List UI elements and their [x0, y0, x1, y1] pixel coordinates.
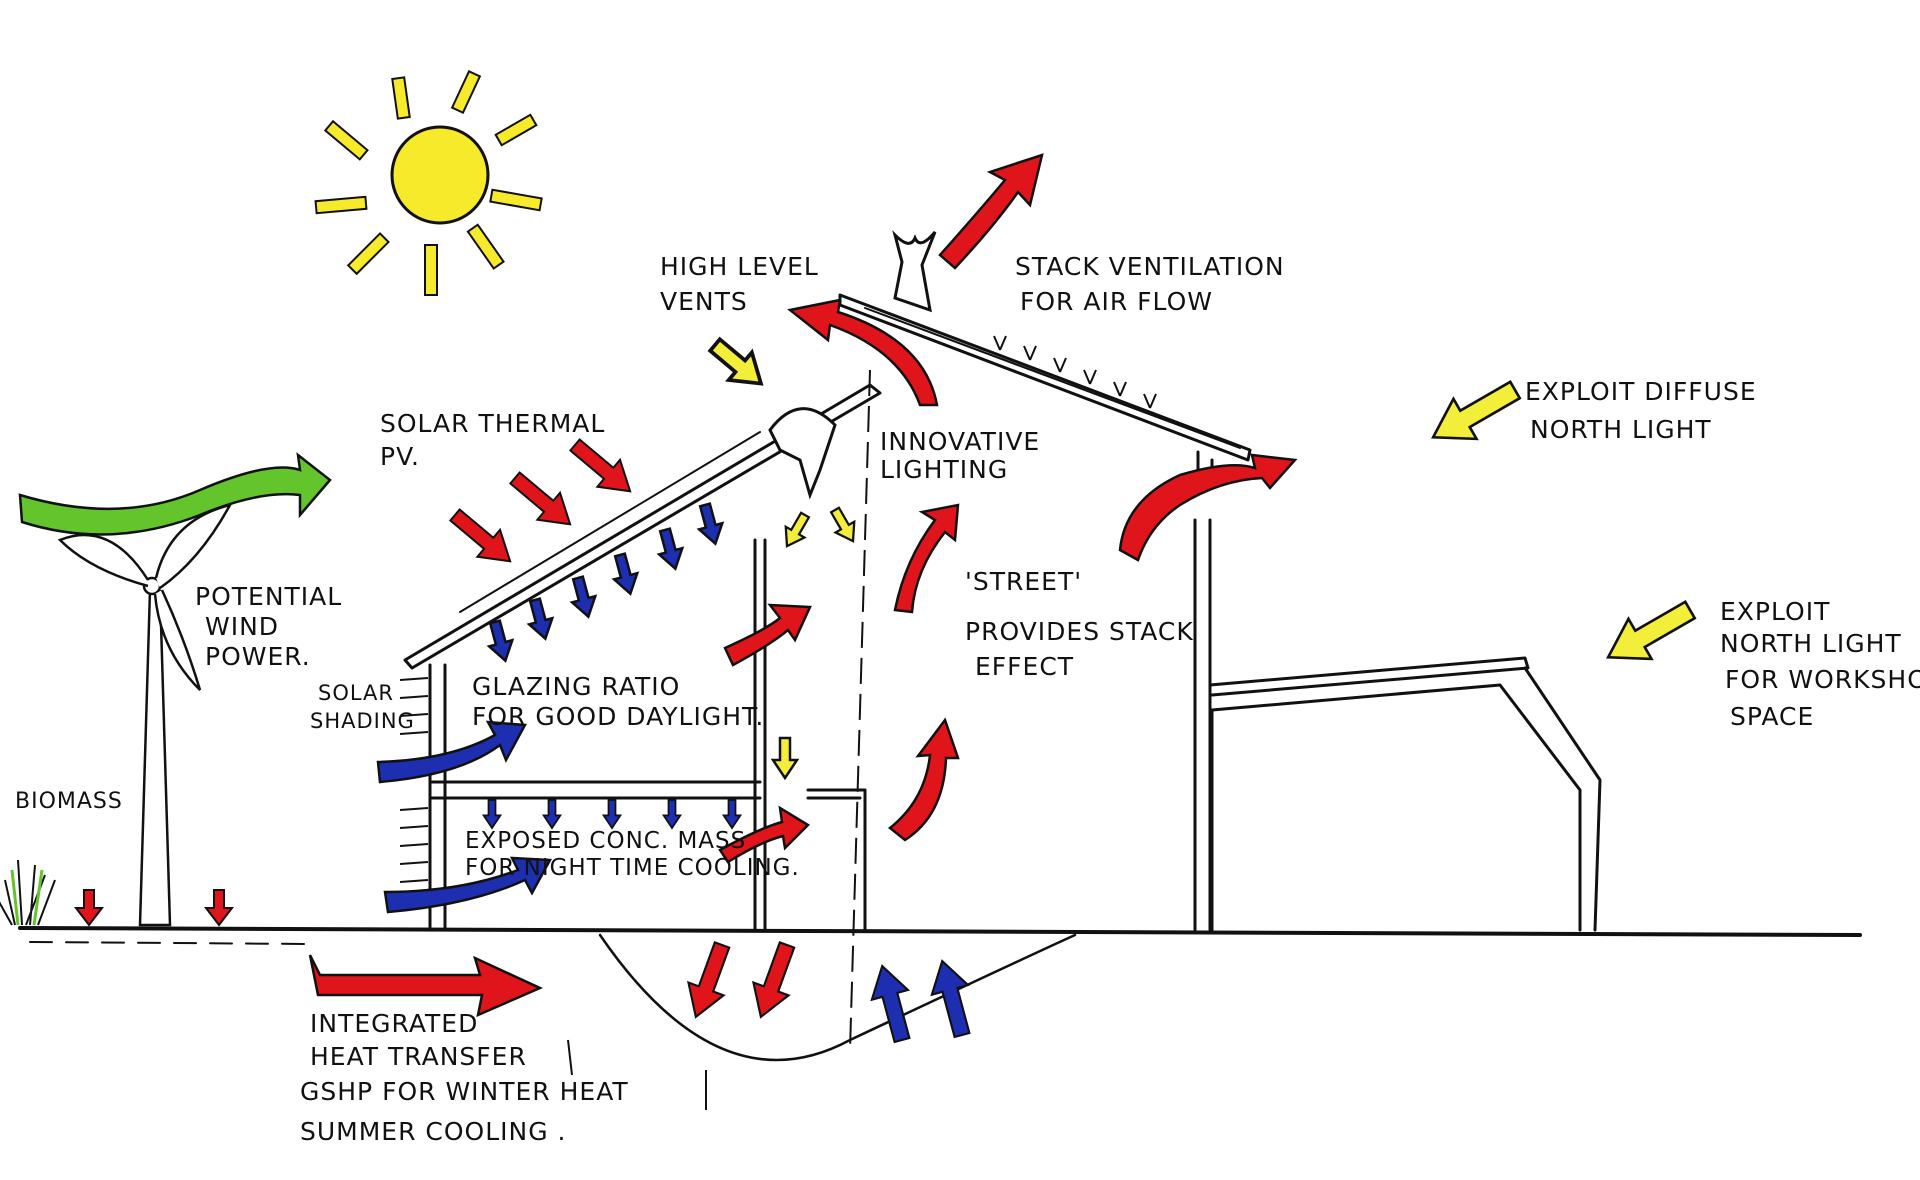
hot-air-arrows — [308, 153, 1298, 1025]
svg-text:POWER.: POWER. — [205, 642, 311, 671]
label-exploit-north: EXPLOIT NORTH LIGHT FOR WORKSHOP SPACE — [1720, 597, 1920, 731]
label-exposed-conc: EXPOSED CONC. MASS FOR NIGHT TIME COOLIN… — [465, 828, 800, 881]
label-exploit-diffuse: EXPLOIT DIFFUSE NORTH LIGHT — [1525, 377, 1757, 444]
building-section — [403, 293, 1602, 932]
svg-text:EFFECT: EFFECT — [975, 652, 1074, 681]
label-innovative-lighting: INNOVATIVE LIGHTING — [880, 427, 1040, 484]
label-high-level-vents: HIGH LEVEL VENTS — [660, 252, 819, 316]
svg-text:INTEGRATED: INTEGRATED — [310, 1009, 478, 1038]
svg-text:HEAT TRANSFER: HEAT TRANSFER — [310, 1042, 527, 1071]
svg-text:NORTH LIGHT: NORTH LIGHT — [1530, 415, 1712, 444]
grass-icon — [0, 859, 56, 926]
cool-air-arrows — [376, 500, 982, 1046]
svg-text:SPACE: SPACE — [1730, 702, 1814, 731]
street-centerline — [849, 369, 871, 1051]
svg-text:VENTS: VENTS — [660, 287, 748, 316]
svg-text:FOR WORKSHOP: FOR WORKSHOP — [1725, 665, 1920, 694]
svg-text:PROVIDES STACK: PROVIDES STACK — [965, 617, 1194, 646]
svg-text:SHADING: SHADING — [310, 709, 415, 733]
svg-text:EXPLOIT DIFFUSE: EXPLOIT DIFFUSE — [1525, 377, 1757, 406]
svg-text:NORTH LIGHT: NORTH LIGHT — [1720, 629, 1902, 658]
label-solar-thermal: SOLAR THERMAL PV. — [380, 409, 605, 471]
svg-text:STACK VENTILATION: STACK VENTILATION — [1015, 252, 1285, 281]
green-roof — [993, 335, 1157, 409]
svg-text:INNOVATIVE: INNOVATIVE — [880, 427, 1040, 456]
svg-text:FOR GOOD DAYLIGHT.: FOR GOOD DAYLIGHT. — [472, 702, 764, 731]
wind-turbine-icon — [57, 503, 233, 927]
svg-text:WIND: WIND — [205, 612, 279, 641]
light-fitting — [768, 407, 837, 500]
chimney-icon — [892, 230, 937, 313]
label-biomass: BIOMASS — [15, 789, 123, 814]
solar-shading-louvres — [399, 677, 429, 883]
svg-text:'STREET': 'STREET' — [965, 567, 1082, 596]
ground-line — [18, 926, 1862, 945]
svg-text:FOR NIGHT TIME COOLING.: FOR NIGHT TIME COOLING. — [465, 855, 800, 881]
label-stack-ventilation: STACK VENTILATION FOR AIR FLOW — [1015, 252, 1285, 316]
label-integrated-heat: INTEGRATED HEAT TRANSFER GSHP FOR WINTER… — [300, 1009, 629, 1146]
svg-text:SUMMER COOLING .: SUMMER COOLING . — [300, 1117, 567, 1146]
label-potential-wind: POTENTIAL WIND POWER. — [195, 582, 342, 671]
svg-text:LIGHTING: LIGHTING — [880, 455, 1008, 484]
svg-text:SOLAR: SOLAR — [318, 681, 394, 705]
sun-icon — [314, 70, 543, 296]
svg-text:HIGH LEVEL: HIGH LEVEL — [660, 252, 819, 281]
label-glazing: GLAZING RATIO FOR GOOD DAYLIGHT. — [472, 672, 764, 731]
svg-text:POTENTIAL: POTENTIAL — [195, 582, 342, 611]
label-solar-shading: SOLAR SHADING — [310, 681, 415, 733]
heat-transfer-tick-marks — [567, 1039, 707, 1110]
svg-text:SOLAR THERMAL: SOLAR THERMAL — [380, 409, 605, 438]
svg-text:GSHP FOR WINTER HEAT: GSHP FOR WINTER HEAT — [300, 1077, 629, 1106]
label-street: 'STREET' PROVIDES STACK EFFECT — [965, 567, 1194, 681]
svg-text:EXPOSED CONC. MASS: EXPOSED CONC. MASS — [465, 828, 746, 854]
svg-text:PV.: PV. — [380, 442, 420, 471]
wind-arrow — [18, 452, 332, 536]
svg-text:EXPLOIT: EXPLOIT — [1720, 597, 1830, 626]
svg-text:FOR AIR FLOW: FOR AIR FLOW — [1020, 287, 1213, 316]
svg-text:GLAZING RATIO: GLAZING RATIO — [472, 672, 680, 701]
biomass-down-arrows — [73, 889, 235, 927]
ground-loop — [598, 933, 1077, 1062]
